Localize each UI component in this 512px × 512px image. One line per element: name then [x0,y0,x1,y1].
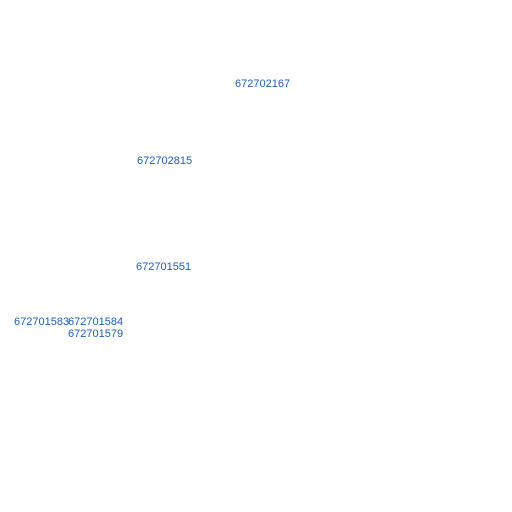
node-label-672702167[interactable]: 672702167 [235,78,291,90]
node-label-672701584[interactable]: 672701584 [68,316,124,328]
node-label-672701583[interactable]: 672701583 [14,316,70,328]
node-label-672701579[interactable]: 672701579 [68,328,124,340]
node-label-672701551[interactable]: 672701551 [136,261,192,273]
node-label-672702815[interactable]: 672702815 [137,155,193,167]
